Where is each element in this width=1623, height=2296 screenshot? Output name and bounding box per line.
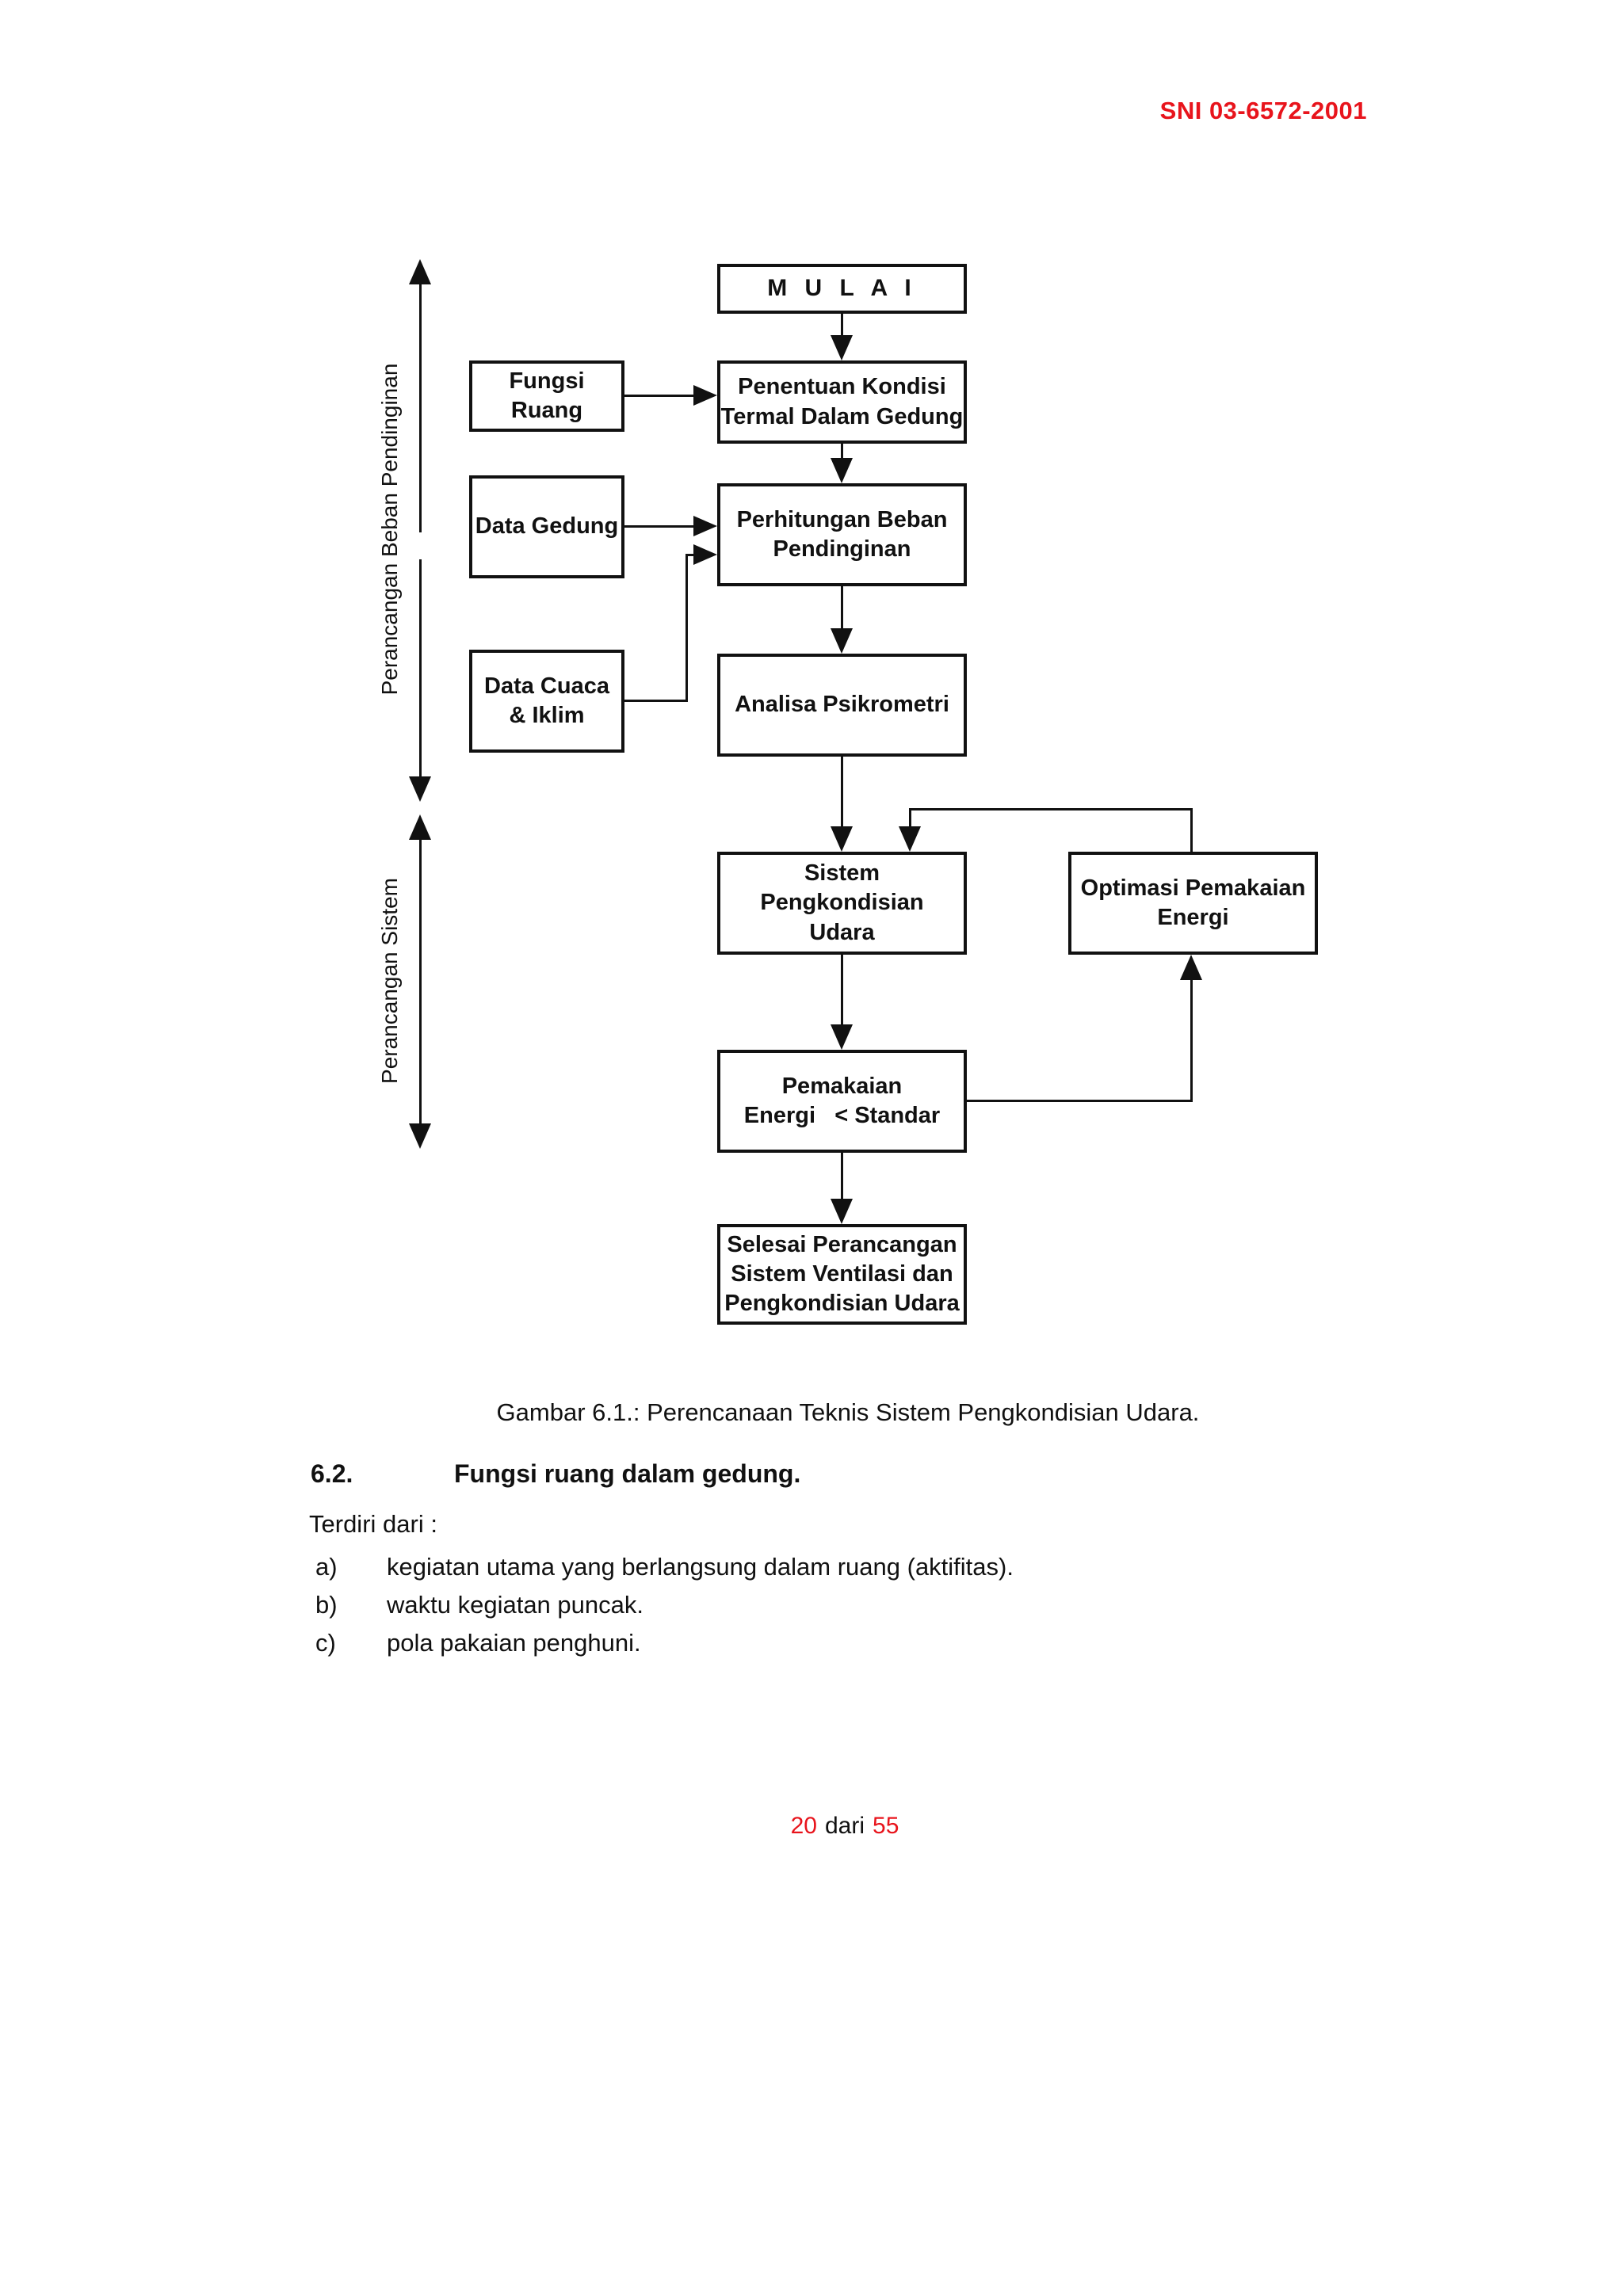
arrowhead-up <box>1180 955 1202 980</box>
connector-line <box>1190 977 1193 1102</box>
connector-line <box>624 395 695 397</box>
connector-line <box>841 586 843 631</box>
connector-line <box>685 554 697 556</box>
connector-line <box>909 808 911 828</box>
connector-line <box>841 314 843 339</box>
flow-box-penentuan-kondisi: Penentuan Kondisi Termal Dalam Gedung <box>717 360 967 444</box>
connector-line <box>624 700 688 702</box>
arrowhead-up <box>409 259 431 284</box>
flow-box-data-gedung: Data Gedung <box>469 475 624 578</box>
page-footer: 20 dari 55 <box>0 1813 1623 1840</box>
flow-box-perhitungan-beban: Perhitungan Beban Pendinginan <box>717 483 967 586</box>
section-number: 6.2. <box>311 1459 353 1488</box>
arrowhead-up <box>409 814 431 840</box>
connector-line <box>685 555 688 702</box>
arrowhead-down <box>831 1199 853 1224</box>
connector-line <box>624 525 695 528</box>
flow-box-analisa-psikrometri: Analisa Psikrometri <box>717 654 967 757</box>
arrowhead-down <box>831 335 853 360</box>
span-line-lower <box>419 559 422 780</box>
connector-line <box>841 444 843 461</box>
arrowhead-down <box>831 826 853 852</box>
connector-line <box>841 955 843 1028</box>
span-line-upper <box>419 281 422 532</box>
list-item-text: waktu kegiatan puncak. <box>387 1591 643 1619</box>
flow-box-data-cuaca-iklim: Data Cuaca & Iklim <box>469 650 624 753</box>
figure-caption: Gambar 6.1.: Perencanaan Teknis Sistem P… <box>496 1398 1200 1426</box>
flow-box-selesai: Selesai Perancangan Sistem Ventilasi dan… <box>717 1224 967 1325</box>
arrowhead-right <box>693 544 717 565</box>
connector-line <box>967 1100 1193 1102</box>
footer-page-number: 20 <box>790 1813 817 1839</box>
connector-line <box>1190 808 1193 852</box>
section-title: Fungsi ruang dalam gedung. <box>454 1459 801 1488</box>
section-label-sistem: Perancangan Sistem <box>377 878 402 1084</box>
flow-box-sistem-pengkondisian: Sistem Pengkondisian Udara <box>717 852 967 955</box>
arrowhead-down <box>831 1024 853 1050</box>
list-item-marker: c) <box>315 1629 336 1657</box>
connector-line <box>841 757 843 830</box>
arrowhead-down <box>831 628 853 654</box>
footer-total-pages: 55 <box>873 1813 899 1839</box>
standard-code: SNI 03-6572-2001 <box>1159 97 1367 124</box>
connector-line <box>910 808 1193 810</box>
flow-box-optimasi-pemakaian: Optimasi Pemakaian Energi <box>1068 852 1318 955</box>
list-item-marker: b) <box>315 1591 338 1619</box>
flow-box-mulai: M U L A I <box>717 264 967 314</box>
list-item-marker: a) <box>315 1553 338 1581</box>
arrowhead-down <box>899 826 921 852</box>
span-line <box>419 836 422 1127</box>
arrowhead-down <box>409 776 431 802</box>
list-item-text: pola pakaian penghuni. <box>387 1629 641 1657</box>
arrowhead-right <box>693 516 717 536</box>
list-item-text: kegiatan utama yang berlangsung dalam ru… <box>387 1553 1014 1581</box>
arrowhead-down <box>831 458 853 483</box>
flow-box-pemakaian-energi: Pemakaian Energi < Standar <box>717 1050 967 1153</box>
arrowhead-right <box>693 385 717 406</box>
section-label-beban-pendinginan: Perancangan Beban Pendinginan <box>377 363 402 696</box>
connector-line <box>841 1153 843 1202</box>
flow-box-fungsi-ruang: Fungsi Ruang <box>469 360 624 432</box>
intro-text: Terdiri dari : <box>309 1510 437 1538</box>
arrowhead-down <box>409 1123 431 1149</box>
footer-separator: dari <box>824 1813 865 1839</box>
